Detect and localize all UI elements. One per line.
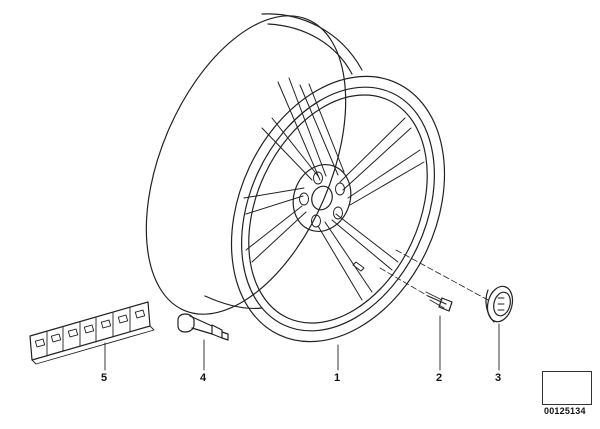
callout-bolt: 2 (436, 372, 443, 384)
bolt-part (425, 291, 453, 312)
callout-valve: 4 (200, 372, 207, 384)
wheel-spokes (243, 77, 425, 301)
balance-weights-part (29, 301, 155, 365)
callout-hub-cap: 3 (495, 372, 502, 384)
wheel-barrel-top (261, 13, 363, 71)
valve-part (177, 313, 229, 341)
wheel-front-rim-lip (248, 94, 428, 324)
leader-lines (104, 315, 500, 371)
wheel-barrel-inner (267, 23, 353, 75)
hub-cap-part (485, 285, 514, 323)
wheel-part (145, 13, 446, 343)
callout-balance-weights: 5 (101, 372, 108, 384)
callout-wheel: 1 (334, 372, 341, 384)
wheel-lug-holes (299, 171, 345, 228)
reference-code: 00125134 (544, 406, 586, 416)
wheel-front-rim-inner (241, 86, 435, 332)
hub-cap-axis (395, 249, 489, 301)
wheel-hub-outer (292, 164, 352, 232)
wheel-front-rim-outer (230, 75, 446, 343)
wheel-barrel-bottom (204, 295, 263, 310)
reference-box (542, 371, 592, 405)
wheel-valve-stub (352, 261, 365, 272)
wheel-center-bore (311, 185, 333, 211)
wheel-rear-rim (145, 15, 347, 315)
bolt-axis (379, 267, 429, 297)
